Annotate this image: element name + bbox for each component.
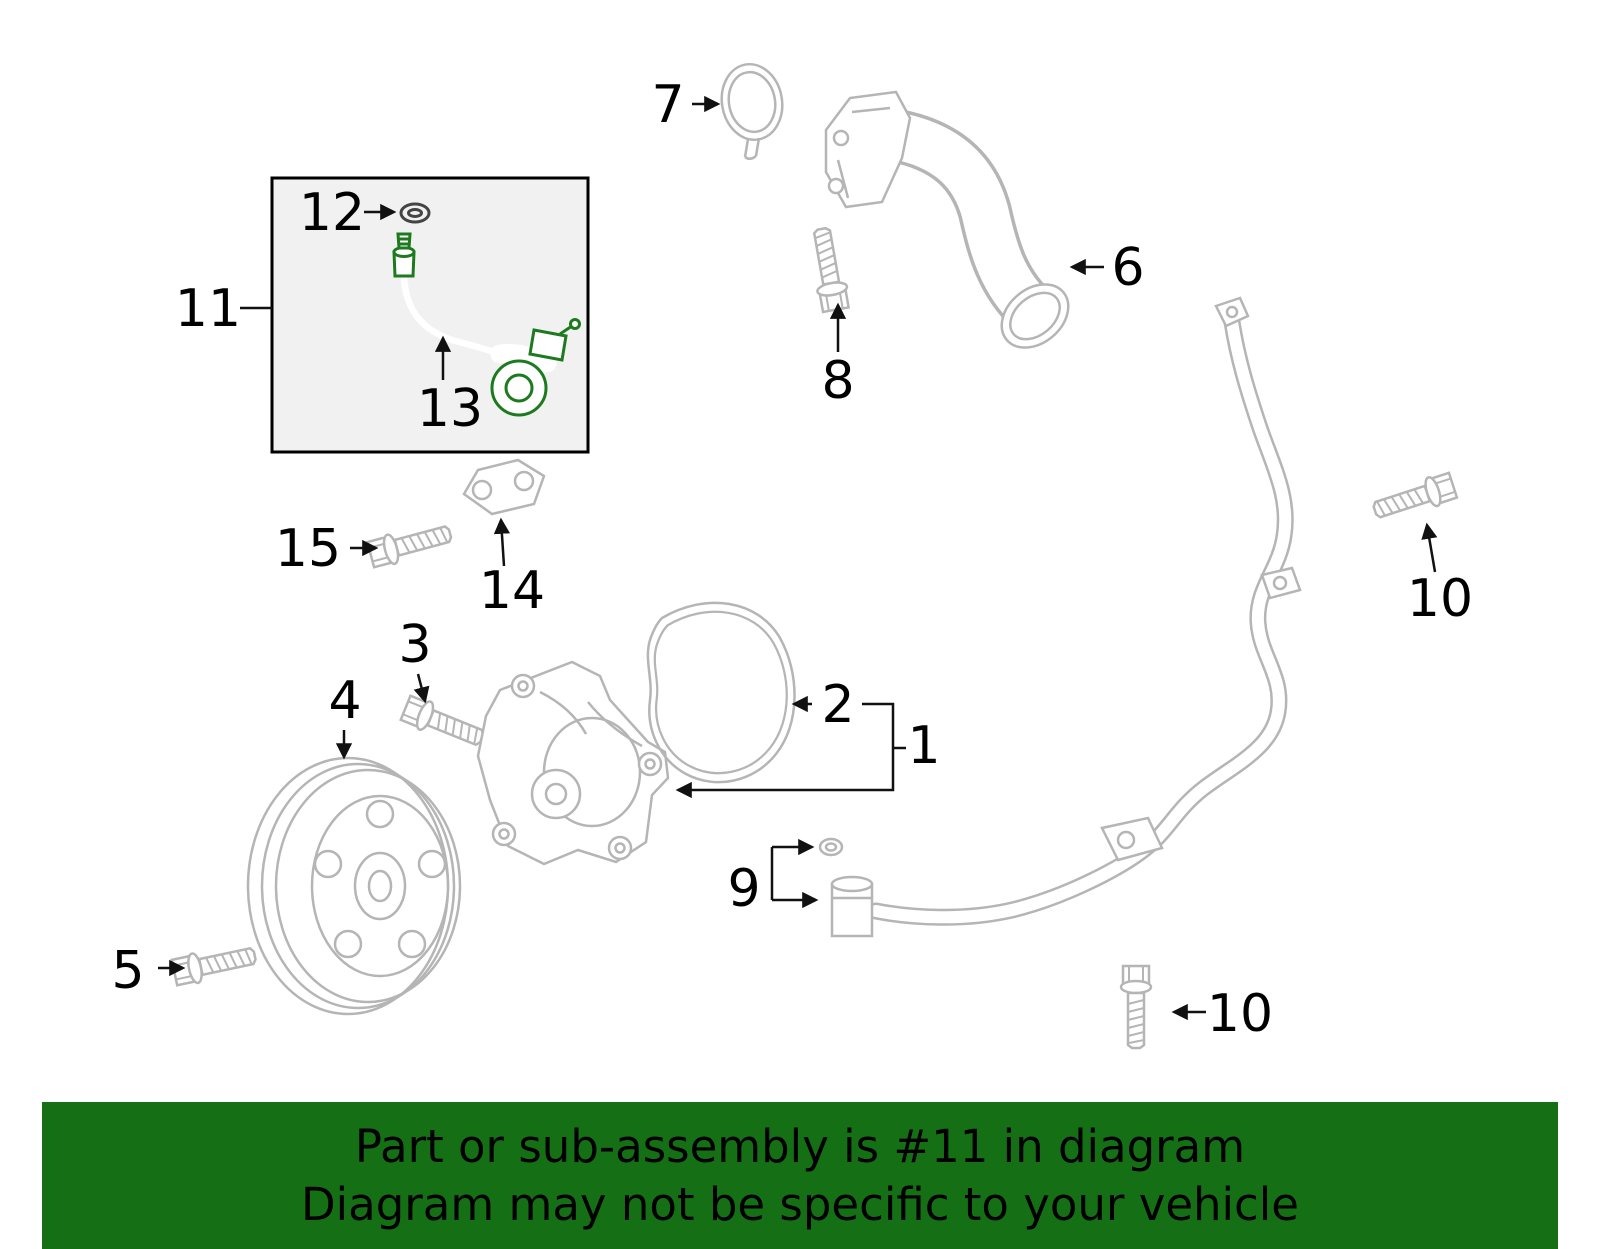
part-label-15: 15 xyxy=(275,519,341,579)
outlet-oring xyxy=(720,62,784,160)
oring-part-12 xyxy=(399,202,431,224)
water-pump-pulley xyxy=(246,756,462,1016)
arrow-10-upper xyxy=(1421,522,1438,573)
pump-gasket xyxy=(646,601,796,784)
coolant-pipe-assembly xyxy=(818,296,1302,938)
highlighted-pipe-assembly-part-11 xyxy=(392,232,581,417)
part-label-6: 6 xyxy=(1111,238,1144,298)
part-label-1: 1 xyxy=(907,716,940,776)
bolt-part-8 xyxy=(805,225,852,314)
part-label-2: 2 xyxy=(821,675,854,735)
banner-line-1: Part or sub-assembly is #11 in diagram xyxy=(354,1119,1246,1173)
arrow-3 xyxy=(413,673,430,704)
part-label-14: 14 xyxy=(479,561,545,621)
pipe-flange xyxy=(490,359,548,417)
bracket-part-14 xyxy=(462,458,546,516)
arrow-14 xyxy=(493,517,511,567)
part-label-8: 8 xyxy=(821,351,854,411)
hose-clamp xyxy=(528,328,568,362)
bolt-part-5 xyxy=(170,939,260,989)
part-label-13: 13 xyxy=(417,379,483,439)
bolt-part-10-lower xyxy=(1119,964,1153,1050)
bolt-part-3 xyxy=(398,692,489,754)
bottom-banner: Part or sub-assembly is #11 in diagram D… xyxy=(42,1102,1558,1249)
part-label-5: 5 xyxy=(111,941,144,1001)
callout-leaders xyxy=(158,95,1438,1021)
water-pump-body xyxy=(476,660,670,866)
part-label-9: 9 xyxy=(727,859,760,919)
banner-line-2: Diagram may not be specific to your vehi… xyxy=(301,1177,1299,1231)
pipe-washer xyxy=(818,837,844,857)
part-labels: 7 6 8 12 11 13 15 14 34 21 9 5 10 10 xyxy=(111,75,1473,1044)
part-label-12: 12 xyxy=(299,183,365,243)
part-label-11: 11 xyxy=(175,279,241,339)
part-label-3: 3 xyxy=(398,615,431,675)
water-outlet-pipe xyxy=(824,90,1070,349)
part-label-10: 10 xyxy=(1407,569,1473,629)
part-label-4: 4 xyxy=(328,671,361,731)
part-label-10: 10 xyxy=(1207,984,1273,1044)
bolt-part-15 xyxy=(365,517,456,571)
bolt-part-10-upper xyxy=(1369,469,1459,527)
part-label-7: 7 xyxy=(651,75,684,135)
